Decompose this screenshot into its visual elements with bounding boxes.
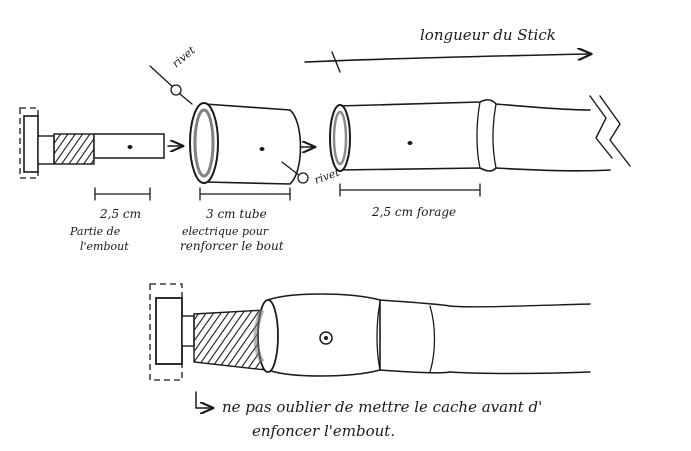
note-line-2: enfoncer l'embout. [252, 422, 395, 440]
dimension-c-value: 2,5 cm forage [371, 205, 456, 219]
note-line-1: ne pas oublier de mettre le cache avant … [222, 398, 542, 416]
hook-arrow-icon [195, 391, 212, 408]
dimension-b-caption-1: electrique pour [182, 225, 269, 238]
dimension-b-caption-2: renforcer le bout [180, 239, 284, 253]
rivet-top-label: rivet [170, 43, 199, 70]
assembled-view [149, 283, 591, 381]
dimension-a-caption-1: Partie de [69, 225, 121, 238]
rivet-top-callout [149, 65, 193, 105]
dimension-b [199, 187, 291, 201]
dimension-a-value: 2,5 cm [99, 207, 141, 221]
reinforcing-tube-top [189, 102, 302, 185]
dimension-a-caption-2: l'embout [80, 240, 129, 253]
dimension-c [339, 183, 481, 197]
stick-shaft-top [329, 95, 631, 172]
dimension-a [94, 187, 151, 201]
length-label: longueur du Stick [420, 26, 556, 44]
dimension-b-value: 3 cm tube [206, 207, 267, 221]
length-arrow [304, 52, 590, 73]
rivet-bottom-callout [281, 161, 309, 184]
end-cap-top [19, 107, 165, 179]
